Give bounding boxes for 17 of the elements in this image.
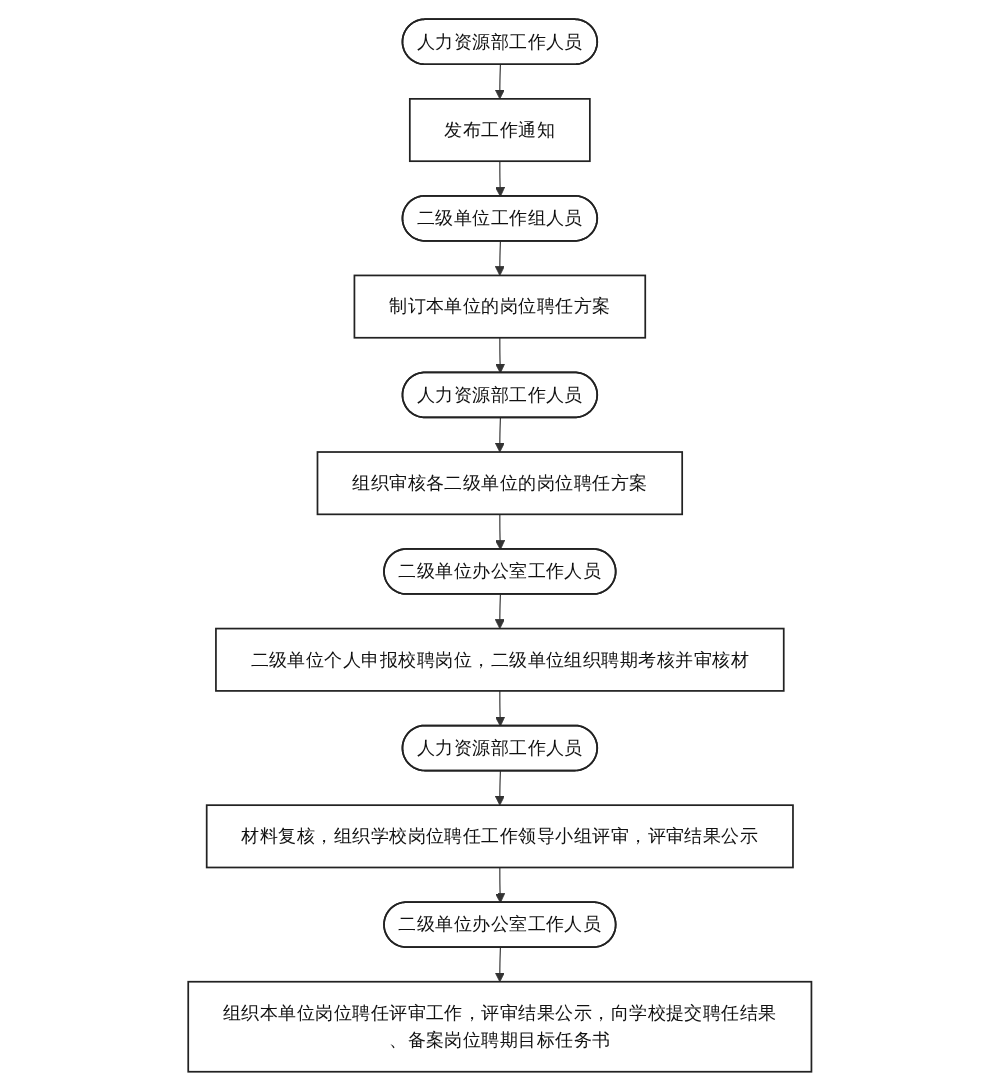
arrow — [495, 866, 506, 904]
node-box: 组织本单位岗位聘任评审工作，评审结果公示，向学校提交聘任结果、备案岗位聘期目标任务书 — [187, 980, 813, 1073]
arrow — [494, 417, 506, 453]
arrow — [495, 513, 506, 550]
arrow — [495, 337, 506, 374]
node-box: 制订本单位的岗位聘任方案 — [353, 274, 647, 339]
arrow — [494, 947, 506, 983]
arrow — [495, 690, 506, 727]
arrow — [494, 64, 506, 100]
node-box: 组织审核各二级单位的岗位聘任方案 — [316, 451, 684, 516]
node-box: 发布工作通知 — [409, 98, 591, 163]
arrow — [494, 593, 506, 630]
node-box: 二级单位个人申报校聘岗位，二级单位组织聘期考核并审核材 — [215, 627, 785, 692]
arrow — [495, 160, 506, 197]
arrow — [494, 770, 506, 806]
arrow — [494, 240, 506, 276]
node-box: 材料复核，组织学校岗位聘任工作领导小组评审，评审结果公示 — [206, 804, 794, 869]
